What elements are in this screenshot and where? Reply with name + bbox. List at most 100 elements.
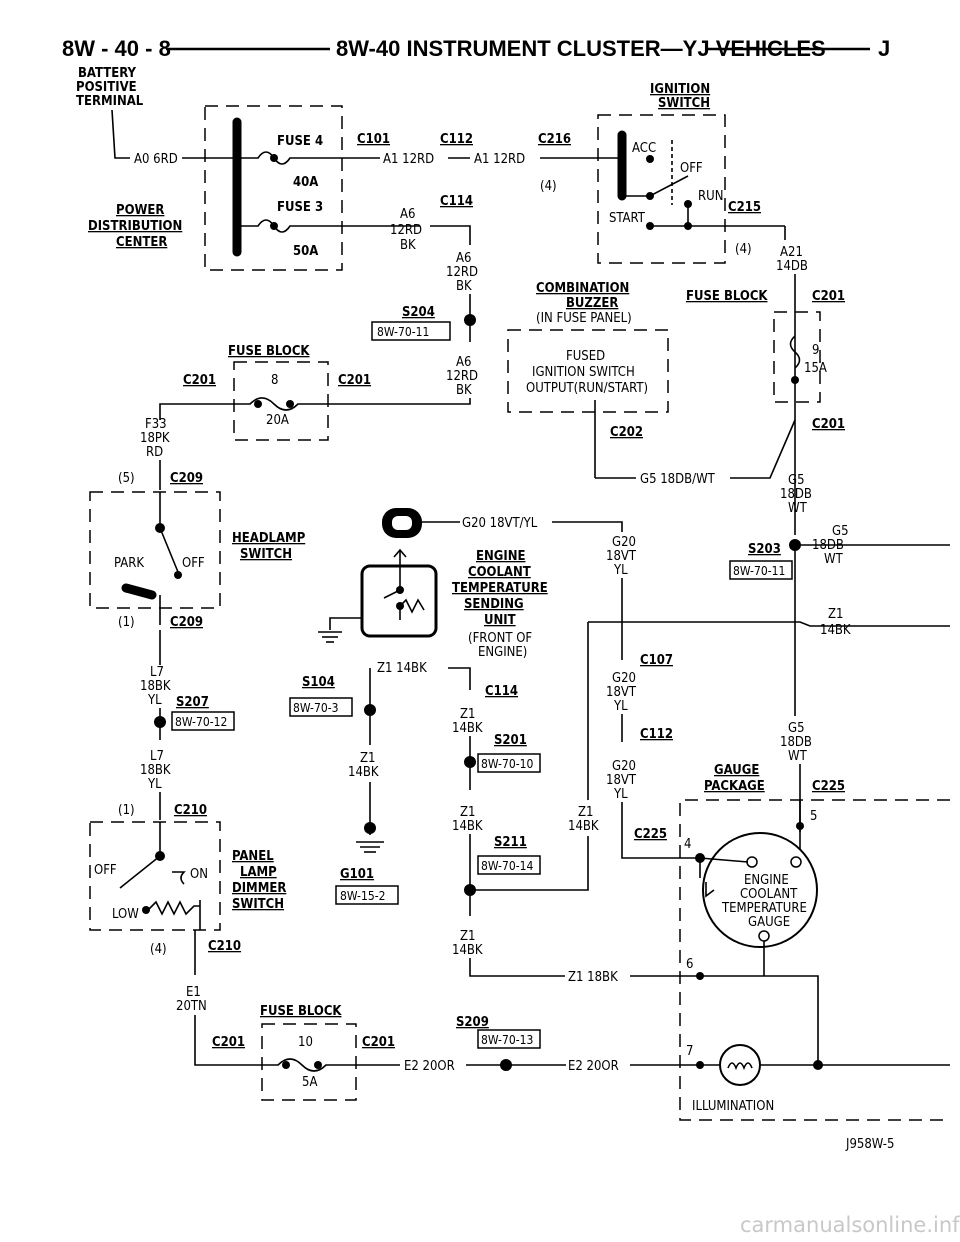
sender-label: UNIT: [484, 613, 516, 628]
switch-position: ACC: [632, 141, 656, 156]
gauge-package-label: PACKAGE: [704, 779, 765, 794]
wire-label: 18BK: [140, 763, 171, 778]
wire-label: 18DB: [780, 735, 812, 750]
sender-label: ENGINE): [478, 645, 527, 660]
wire-label: G5 18DB/WT: [640, 472, 716, 487]
wire-label: BK: [400, 238, 416, 253]
figure-id: J958W-5: [845, 1137, 894, 1152]
ref-box: 8W-70-11: [733, 564, 785, 578]
power-distribution-center: POWER DISTRIBUTION CENTER FUSE 4 40A FUS…: [88, 105, 343, 271]
pin-label: (5): [118, 471, 135, 486]
gauge-label: GAUGE: [748, 915, 790, 930]
switch-position: OFF: [94, 863, 117, 878]
pin-label: 6: [686, 957, 693, 972]
splice-s207: S207 8W-70-12 L7 18BK YL (1) C210: [118, 695, 235, 820]
z1-right: Z1 14BK: [588, 607, 950, 638]
wire-label: A1 12RD: [474, 152, 525, 167]
headlamp-label: SWITCH: [240, 547, 292, 562]
panel-lamp-dimmer-switch: OFF ON LOW PANEL LAMP DIMMER SWITCH (4) …: [89, 821, 286, 1066]
connector-label: C107: [640, 653, 673, 668]
gauge-label: COOLANT: [740, 887, 798, 902]
buzzer-label: BUZZER: [566, 296, 618, 311]
connector-label: C201: [812, 289, 845, 304]
ref-box: 8W-70-13: [481, 1033, 533, 1047]
pdc-label: DISTRIBUTION: [88, 219, 182, 234]
wire-label: 12RD: [446, 369, 478, 384]
battery-label: TERMINAL: [76, 94, 144, 109]
wire-label: 14BK: [568, 819, 599, 834]
dimmer-label: LAMP: [240, 865, 277, 880]
dimmer-label: PANEL: [232, 849, 274, 864]
wire-label: 18DB: [812, 538, 844, 553]
splice-label: S203: [748, 542, 781, 557]
fuse-rating: 20A: [266, 413, 289, 428]
gauge-label: TEMPERATURE: [721, 901, 807, 916]
fuse-block-label: FUSE BLOCK: [686, 289, 768, 304]
pin-label: (1): [118, 803, 135, 818]
pin-label: (4): [150, 942, 167, 957]
pin-label: 4: [684, 837, 691, 852]
ref-box: 8W-70-12: [175, 715, 227, 729]
buzzer-input-label: FUSED: [566, 349, 605, 364]
connector-label: C209: [170, 471, 203, 486]
wire-label: Z1: [460, 929, 475, 944]
pin-label: (4): [735, 242, 752, 257]
section-letter: J: [878, 36, 890, 61]
fuse-block-8: FUSE BLOCK C201 C201 8 20A F33 18PK RD (…: [118, 344, 371, 490]
wire-label: 14BK: [820, 623, 851, 638]
wire-label: E2 20OR: [568, 1059, 619, 1074]
g20-wire: G20 18VT YL C107 G20 18VT YL C112 G20 18…: [606, 535, 700, 859]
fuse-rating: 40A: [293, 175, 318, 190]
wire-label: G5: [788, 721, 805, 736]
fuse-rating: 5A: [302, 1075, 317, 1090]
switch-position: RUN: [698, 189, 723, 204]
connector-label: C215: [728, 200, 761, 215]
fuse-block-label: FUSE BLOCK: [260, 1004, 342, 1019]
ignition-label: SWITCH: [658, 96, 710, 111]
pin-label: (4): [540, 179, 557, 194]
dimmer-label: SWITCH: [232, 897, 284, 912]
wire-label: Z1: [360, 751, 375, 766]
connector-label: C210: [208, 939, 241, 954]
connector-label: C210: [174, 803, 207, 818]
fuse-label: FUSE 3: [277, 200, 323, 215]
pin-label: 5: [810, 809, 817, 824]
fuse-number: 10: [298, 1035, 313, 1050]
wire-label: A6: [456, 355, 471, 370]
sender-label: COOLANT: [468, 565, 531, 580]
fuse-rating: 50A: [293, 244, 318, 259]
sender-label: TEMPERATURE: [452, 581, 548, 596]
switch-position: OFF: [680, 161, 703, 176]
wire-label: 14BK: [348, 765, 379, 780]
wire-label: Z1: [460, 805, 475, 820]
wire-label: Z1 18BK: [568, 970, 618, 985]
wire-label: 12RD: [446, 265, 478, 280]
a1-feed: C101 A1 12RD C112 A1 12RD C216 (4): [310, 132, 618, 194]
ref-box: 8W-70-3: [293, 701, 338, 715]
headlamp-label: HEADLAMP: [232, 531, 306, 546]
pin-label: 7: [686, 1044, 693, 1059]
splice-label: S201: [494, 733, 527, 748]
buzzer-label: (IN FUSE PANEL): [536, 311, 632, 326]
combination-buzzer: COMBINATION BUZZER (IN FUSE PANEL) FUSED…: [507, 281, 796, 487]
wire-label: G5: [788, 473, 805, 488]
sender-label: (FRONT OF: [468, 631, 532, 646]
wire-label: G5: [832, 524, 849, 539]
buzzer-input-label: OUTPUT(RUN/START): [526, 381, 648, 396]
wire-label: YL: [613, 787, 628, 802]
ground-label: G101: [340, 867, 374, 882]
connector-label: C209: [170, 615, 203, 630]
connector-label: C201: [183, 373, 216, 388]
connector-label: C225: [634, 827, 667, 842]
switch-position: PARK: [114, 556, 144, 571]
wire-label: 18DB: [780, 487, 812, 502]
wire-label: A0 6RD: [134, 152, 178, 167]
fuse-block-10: FUSE BLOCK C201 C201 10 5A E2 20OR S209 …: [212, 1004, 695, 1101]
wire-label: 14BK: [452, 819, 483, 834]
battery-terminal: BATTERY POSITIVE TERMINAL A0 6RD: [76, 66, 240, 167]
connector-label: C112: [640, 727, 673, 742]
wire-label: Z1: [460, 707, 475, 722]
wire-label: G20: [612, 535, 636, 550]
sender-label: ENGINE: [476, 549, 526, 564]
wire-label: WT: [824, 552, 844, 567]
